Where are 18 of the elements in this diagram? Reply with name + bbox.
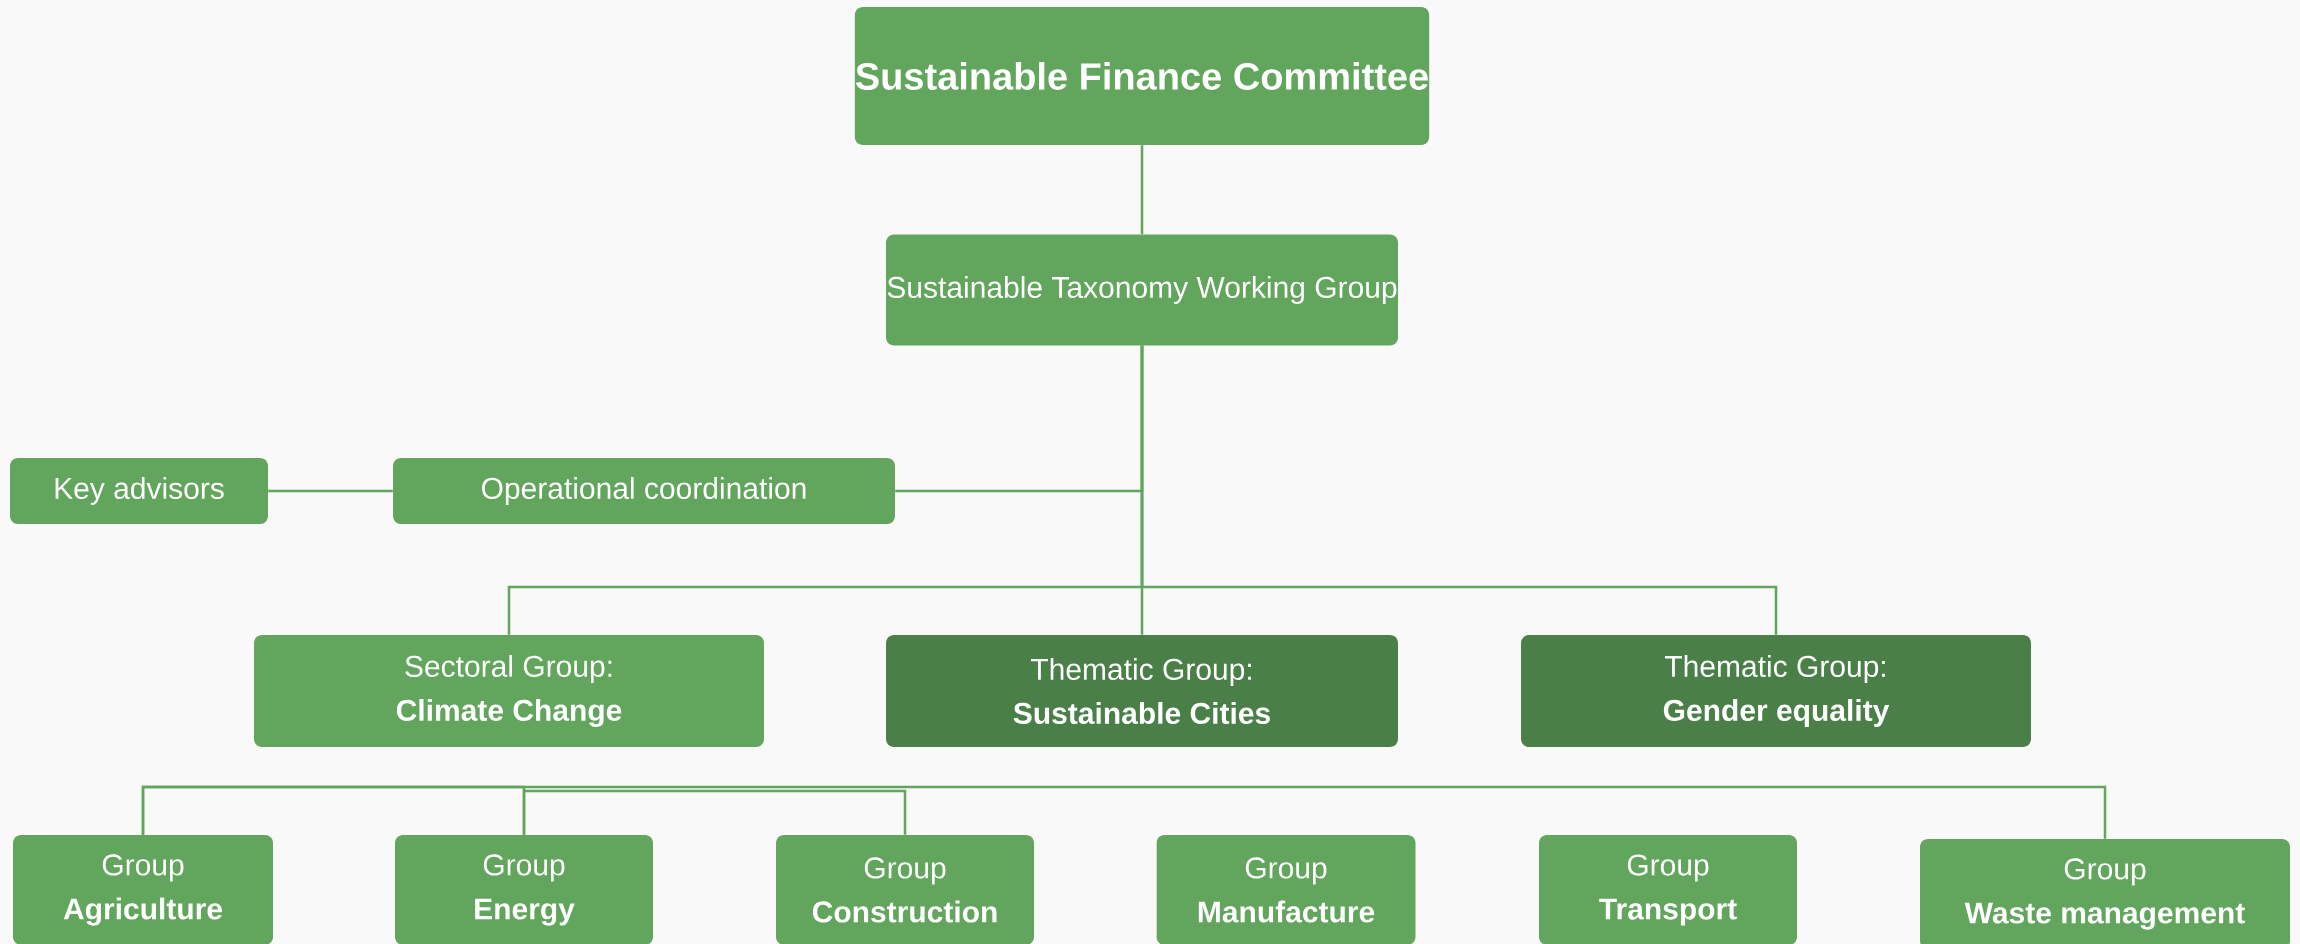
- connector-line: [1140, 145, 1144, 235]
- connector-line: [141, 785, 526, 835]
- connector-line: [1140, 345, 1778, 635]
- org-box: Thematic Group: Gender equality: [1521, 635, 2031, 747]
- org-box: Sustainable Taxonomy Working Group: [886, 234, 1398, 346]
- connector-line: [268, 489, 393, 493]
- org-box: Group Waste management: [1920, 839, 2290, 944]
- org-box: Operational coordination: [393, 458, 895, 524]
- org-box: Key advisors: [10, 458, 268, 524]
- org-box: Group Energy: [395, 835, 653, 944]
- connector-line: [522, 789, 907, 835]
- org-box: Group Construction: [776, 835, 1034, 944]
- org-box: Thematic Group: Sustainable Cities: [886, 635, 1398, 747]
- org-box: Group Agriculture: [13, 835, 273, 944]
- org-box: Sectoral Group: Climate Change: [254, 635, 764, 747]
- org-box: Group Transport: [1539, 835, 1797, 944]
- org-box: Sustainable Finance Committee: [854, 7, 1430, 145]
- org-box: Group Manufacture: [1156, 835, 1416, 944]
